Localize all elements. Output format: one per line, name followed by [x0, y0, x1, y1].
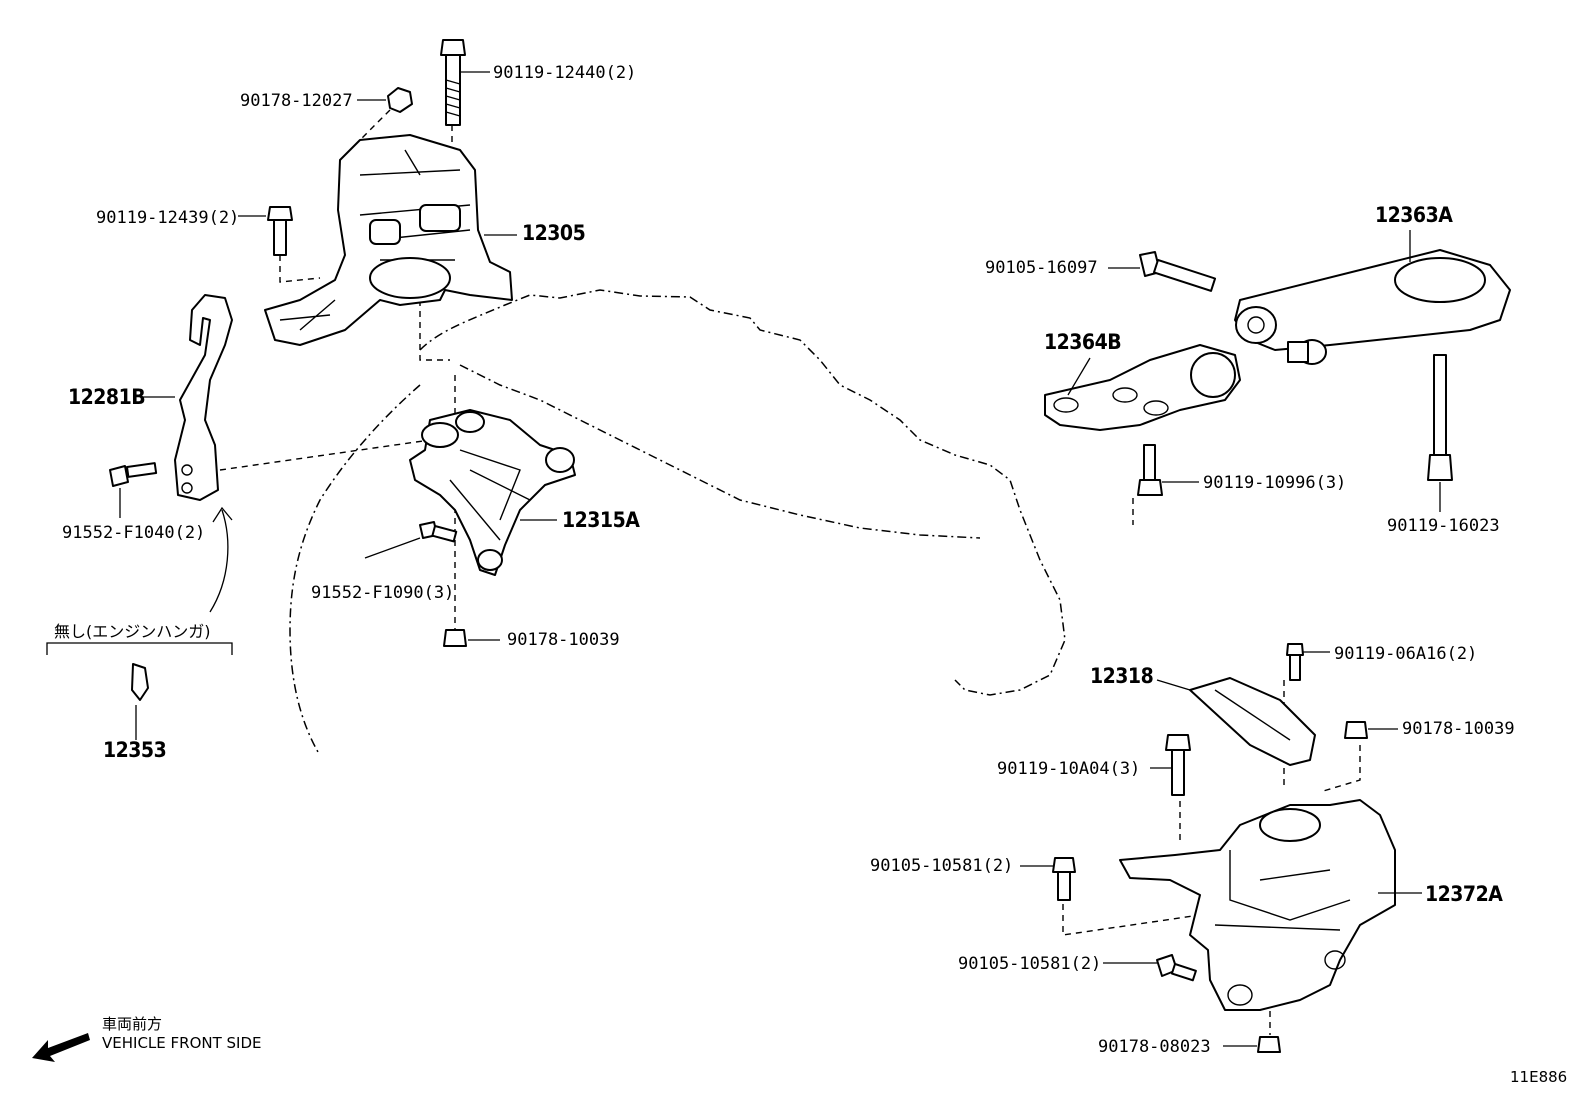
label-12363A: 12363A: [1375, 203, 1453, 227]
label-12353: 12353: [103, 738, 167, 762]
label-91552-F1090: 91552-F1090(3): [311, 583, 455, 603]
part-12364B: [1044, 344, 1241, 431]
bolt-90105-10581-b: [1156, 954, 1197, 982]
nut-90178-12027: [387, 87, 413, 113]
part-12372A: [1119, 799, 1396, 1011]
bolt-90105-10581-a: [1052, 857, 1076, 901]
bolt-90105-16097: [1139, 251, 1217, 292]
label-90119-12440: 90119-12440(2): [493, 63, 637, 83]
label-90119-06A16: 90119-06A16(2): [1334, 644, 1478, 664]
bolt-90119-12440: [440, 39, 466, 126]
label-90105-16097: 90105-16097: [985, 258, 1098, 278]
vehicle-front-en: VEHICLE FRONT SIDE: [102, 1034, 262, 1052]
part-12305: [264, 134, 513, 346]
label-12281B: 12281B: [68, 385, 146, 409]
label-90178-10039-b: 90178-10039: [1402, 719, 1515, 739]
label-90105-10581-b: 90105-10581(2): [958, 954, 1102, 974]
label-90119-10996: 90119-10996(3): [1203, 473, 1347, 493]
label-90178-10039-a: 90178-10039: [507, 630, 620, 650]
nut-90178-08023: [1257, 1036, 1281, 1053]
bolt-90119-10996: [1137, 444, 1163, 496]
label-12318: 12318: [1090, 664, 1154, 688]
vehicle-front-jp: 車両前方: [102, 1015, 163, 1033]
bolt-90119-10A04: [1165, 734, 1191, 796]
part-12353: [131, 663, 149, 701]
label-90119-16023: 90119-16023: [1387, 516, 1500, 536]
label-12305: 12305: [522, 221, 586, 245]
label-91552-F1040: 91552-F1040(2): [62, 523, 206, 543]
bolt-90119-16023: [1427, 354, 1453, 481]
part-12281B: [174, 294, 233, 501]
label-12372A: 12372A: [1425, 882, 1503, 906]
label-12315A: 12315A: [562, 508, 640, 532]
label-90178-08023: 90178-08023: [1098, 1037, 1211, 1057]
label-90119-12439: 90119-12439(2): [96, 208, 240, 228]
bolt-90119-12439: [267, 206, 293, 256]
hanger-arrow: [209, 509, 229, 613]
part-12363A: [1234, 249, 1511, 365]
bolt-90119-06A16: [1286, 643, 1304, 681]
hanger-arrowhead: [212, 506, 233, 523]
label-90178-12027: 90178-12027: [240, 91, 353, 111]
leader-lines: [119, 71, 1441, 1047]
note-bracket: [46, 642, 233, 655]
part-12318: [1189, 677, 1316, 766]
vehicle-front-arrow-icon: [32, 1033, 90, 1062]
label-90105-10581-a: 90105-10581(2): [870, 856, 1014, 876]
bolt-91552-F1040: [109, 462, 158, 487]
label-12364B: 12364B: [1044, 330, 1122, 354]
nut-90178-10039-b: [1344, 721, 1368, 739]
label-engine-hanger-note: 無し(エンジンハンガ): [54, 622, 211, 641]
bolt-91552-F1090: [419, 521, 458, 543]
engine-outline: [289, 289, 1066, 753]
label-90119-10A04: 90119-10A04(3): [997, 759, 1141, 779]
nut-90178-10039-a: [443, 629, 467, 647]
part-12315A: [409, 409, 576, 576]
diagram-code: 11E886: [1510, 1068, 1568, 1086]
